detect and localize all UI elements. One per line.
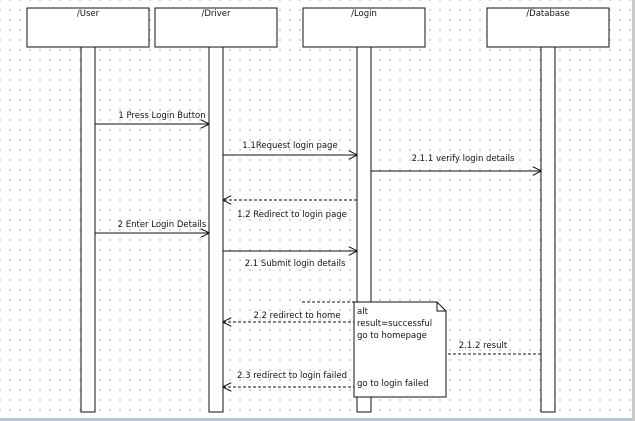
- activation-bar-user[interactable]: [80, 46, 96, 413]
- lifeline-head-user[interactable]: [26, 7, 150, 48]
- message-label-5: 2 Enter Login Details: [118, 220, 207, 230]
- message-label-1: 1 Press Login Button: [118, 111, 205, 121]
- lifeline-name-login: /Login: [351, 9, 377, 19]
- window-bottom-border: [0, 418, 635, 421]
- note-line-3: go to homepage: [357, 331, 427, 341]
- lifeline-name-database: /Database: [526, 9, 569, 19]
- message-label-8: 2.1.2 result: [459, 341, 508, 351]
- alt-note[interactable]: [353, 301, 447, 398]
- note-line-2: result=successful: [357, 319, 432, 329]
- activation-bar-database[interactable]: [540, 46, 556, 413]
- activation-bar-driver[interactable]: [208, 46, 224, 413]
- message-label-2: 1.1Request login page: [242, 141, 337, 151]
- note-line-1: alt: [357, 307, 369, 317]
- lifeline-head-driver[interactable]: [154, 7, 278, 48]
- message-label-7: 2.2 redirect to home: [253, 311, 340, 321]
- note-fold-corner: [436, 302, 446, 312]
- message-label-4: 1.2 Redirect to login page: [237, 210, 347, 220]
- lifeline-head-login[interactable]: [302, 7, 426, 48]
- lifeline-name-user: /User: [77, 9, 100, 19]
- window-right-border: [632, 0, 635, 421]
- message-label-9: 2.3 redirect to login failed: [237, 371, 347, 381]
- message-label-3: 2.1.1 verify login details: [412, 154, 515, 164]
- note-line-4: go to login failed: [357, 379, 429, 389]
- message-label-6: 2.1 Submit login details: [245, 259, 346, 269]
- lifeline-name-driver: /Driver: [201, 9, 231, 19]
